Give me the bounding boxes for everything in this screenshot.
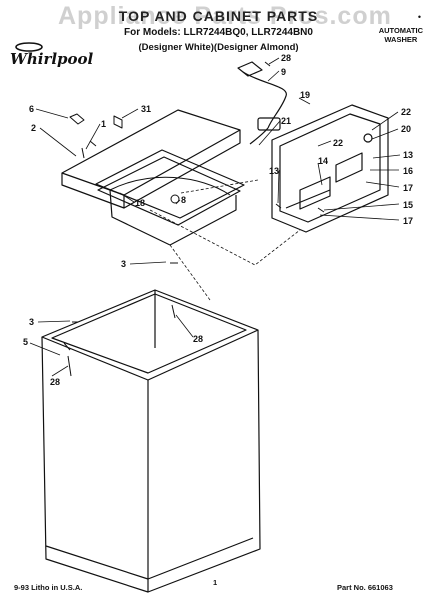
callout-16: 16 [403, 166, 414, 176]
callout-22: 22 [333, 138, 344, 148]
callout-17: 17 [403, 216, 414, 226]
callout-5: 5 [23, 337, 29, 347]
callout-13: 13 [269, 166, 280, 176]
logo-swoosh-icon [15, 42, 43, 52]
callout-28: 28 [50, 377, 61, 387]
model-numbers: For Models: LLR7244BQ0, LLR7244BN0 [124, 27, 313, 38]
callout-3: 3 [29, 317, 35, 327]
callout-1: 1 [101, 119, 107, 129]
small-fasteners [63, 61, 325, 377]
console-panel [271, 104, 389, 233]
page-number: 1 [213, 578, 218, 587]
callout-20: 20 [401, 124, 412, 134]
product-type: AUTOMATIC WASHER [379, 26, 423, 44]
callout-18: 18 [135, 198, 146, 208]
callout-21: 21 [281, 116, 292, 126]
top-lid-opening [95, 149, 245, 246]
product-line-1: AUTOMATIC [378, 26, 423, 35]
callout-17: 17 [403, 183, 414, 193]
brand-logo: Whirlpool [10, 50, 94, 68]
callout-19: 19 [300, 90, 311, 100]
callout-3: 3 [121, 259, 127, 269]
callout-22: 22 [401, 107, 412, 117]
callout-28: 28 [281, 53, 292, 63]
callout-15: 15 [403, 200, 414, 210]
corner-mark: • [417, 12, 421, 22]
callout-2: 2 [31, 123, 37, 133]
print-date: 9-93 Litho in U.S.A. [14, 583, 83, 592]
callout-31: 31 [141, 104, 152, 114]
callout-14: 14 [318, 156, 329, 166]
callout-28: 28 [193, 334, 204, 344]
page-title: TOP AND CABINET PARTS [118, 8, 319, 24]
product-line-2: WASHER [384, 35, 418, 44]
part-number: Part No. 661063 [337, 583, 393, 592]
callout-6: 6 [29, 104, 35, 114]
callout-8: 8 [181, 195, 187, 205]
model-variants: (Designer White)(Designer Almond) [138, 42, 299, 53]
callout-13: 13 [403, 150, 414, 160]
washer-top-panel [61, 109, 241, 209]
washer-cabinet [41, 289, 261, 593]
callout-9: 9 [281, 67, 287, 77]
watermark: Appliance Parts Pros.com [58, 2, 392, 30]
wire-harness [237, 61, 287, 145]
